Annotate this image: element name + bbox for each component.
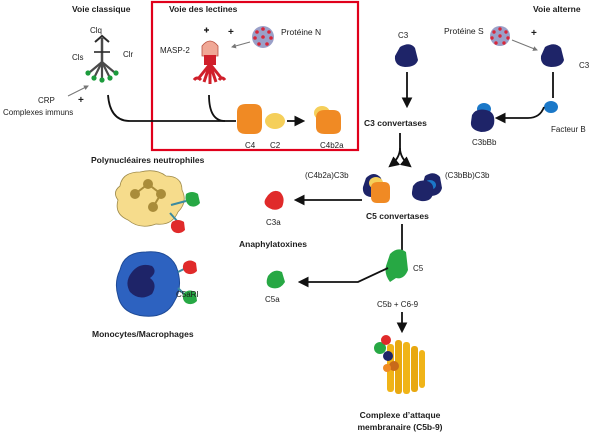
alternative-plus: +	[531, 28, 537, 39]
title-alternative: Voie alterne	[533, 4, 581, 14]
classical-plus: +	[78, 95, 84, 106]
classical-to-c4-arrow	[107, 94, 236, 122]
lectin-highlight-box	[150, 0, 360, 152]
protein-n-label: Protéine N	[281, 27, 321, 37]
c3-left-label: C3	[398, 31, 409, 40]
c5ari-label: C5aRI	[176, 290, 199, 299]
classical-c5-convertase-label: (C4b2a)C3b	[305, 171, 349, 180]
c1-complex-icon	[85, 34, 119, 83]
classical-c5-convertase-molecule	[362, 174, 390, 203]
mbl-lectin-icon	[192, 27, 227, 84]
c3bbb-label: C3bBb	[472, 138, 497, 147]
mac-label-line1: Complexe d’attaque	[360, 410, 441, 420]
c4b2a-molecule	[314, 106, 341, 134]
protein-s-label: Protéine S	[444, 26, 484, 36]
c4-label: C4	[245, 141, 256, 150]
mac-pore-icon	[374, 335, 425, 394]
c3bbb-molecule	[470, 103, 495, 132]
convertase-split-arrow-left	[388, 133, 401, 168]
bacteria-icon	[252, 26, 274, 48]
macrophage-cell-icon	[115, 251, 187, 317]
mac-label-line2: membranaire (C5b-9)	[357, 422, 442, 432]
c1q-label: Clq	[90, 26, 102, 35]
c3a-molecule	[264, 190, 284, 210]
anaphylatoxins-label: Anaphylatoxines	[239, 239, 307, 249]
neutrophil-receptor-green	[185, 192, 200, 207]
c3a-label: C3a	[266, 218, 281, 227]
bacteria-arrow	[231, 41, 251, 49]
c5-label: C5	[413, 264, 424, 273]
c3-right-molecule	[540, 44, 564, 67]
title-classical: Voie classique	[72, 4, 131, 14]
monocytes-label: Monocytes/Macrophages	[92, 329, 194, 339]
c1r-label: Clr	[123, 50, 134, 59]
immune-complex-label: Complexes immuns	[3, 108, 73, 117]
crp-label: CRP	[38, 96, 55, 105]
c5-molecule	[385, 249, 408, 282]
c2-label: C2	[270, 141, 281, 150]
activator-arrow	[67, 85, 89, 97]
c3-right-label: C3	[579, 61, 590, 70]
lectin-plus: +	[228, 27, 234, 38]
c5b-c6-9-label: C5b + C6-9	[377, 300, 419, 309]
c3-left-molecule	[394, 44, 418, 67]
factor-b-label: Facteur B	[551, 125, 586, 134]
alternative-c5-convertase-label: (C3bBb)C3b	[445, 171, 490, 180]
alternative-c5-convertase-molecule	[411, 173, 442, 202]
to-c5a-arrow	[297, 267, 389, 288]
neutrophil-cell-icon	[115, 170, 187, 227]
convertase-split-arrow-right	[399, 147, 412, 168]
c5-convertases-label: C5 convertases	[366, 211, 429, 221]
macrophage-receptor-red	[182, 260, 197, 275]
c5a-label: C5a	[265, 295, 280, 304]
c3-convertases-label: C3 convertases	[364, 118, 427, 128]
lectin-to-c4-arrow	[208, 94, 226, 122]
title-lectin: Voie des lectines	[169, 4, 238, 14]
c2-molecule	[265, 113, 285, 129]
c1s-label: Cls	[72, 53, 84, 62]
neutrophil-receptor-red	[170, 220, 185, 234]
macrophage-receptor-green	[182, 290, 197, 305]
masp2-label: MASP-2	[160, 46, 190, 55]
factor-b-molecule	[544, 101, 558, 113]
protein-s-arrow	[511, 39, 538, 51]
c4b2a-label: C4b2a	[320, 141, 344, 150]
factor-b-to-c3bbb-arrow	[494, 106, 545, 124]
neutrophils-label: Polynucléaires neutrophiles	[91, 155, 205, 165]
c5a-molecule	[266, 270, 285, 289]
c4-molecule	[237, 104, 262, 134]
protein-s-bacteria-icon	[490, 26, 510, 46]
